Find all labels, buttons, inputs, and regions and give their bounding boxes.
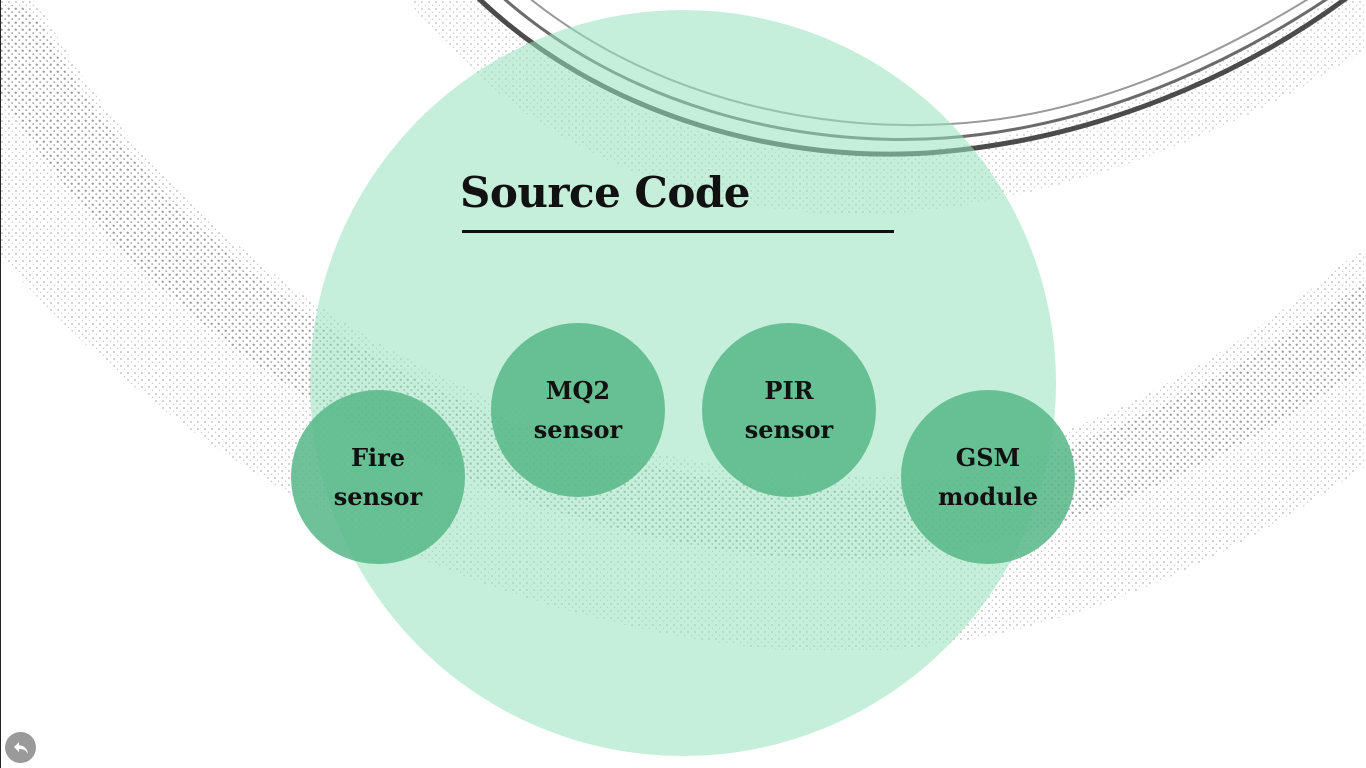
slide-title: Source Code xyxy=(460,168,750,217)
topic-node-label: PIR sensor xyxy=(714,371,864,449)
topic-node-label: MQ2 sensor xyxy=(503,371,653,449)
label-line: sensor xyxy=(744,415,834,444)
main-topic-circle xyxy=(310,10,1056,756)
back-arrow-icon xyxy=(13,741,28,754)
topic-node-label: Fire sensor xyxy=(303,438,453,516)
label-line: sensor xyxy=(333,482,423,511)
topic-node-label: GSM module xyxy=(913,438,1063,516)
title-underline xyxy=(462,230,894,233)
label-line: sensor xyxy=(533,415,623,444)
topic-node-mq2-sensor[interactable]: MQ2 sensor xyxy=(491,323,665,497)
topic-node-pir-sensor[interactable]: PIR sensor xyxy=(702,323,876,497)
left-border-line xyxy=(0,0,1,768)
label-line: MQ2 xyxy=(545,376,611,405)
label-line: module xyxy=(937,482,1039,511)
topic-node-gsm-module[interactable]: GSM module xyxy=(901,390,1075,564)
back-button[interactable] xyxy=(5,732,36,763)
label-line: GSM xyxy=(955,443,1021,472)
label-line: PIR xyxy=(764,376,814,405)
topic-node-fire-sensor[interactable]: Fire sensor xyxy=(291,390,465,564)
label-line: Fire xyxy=(350,443,406,472)
